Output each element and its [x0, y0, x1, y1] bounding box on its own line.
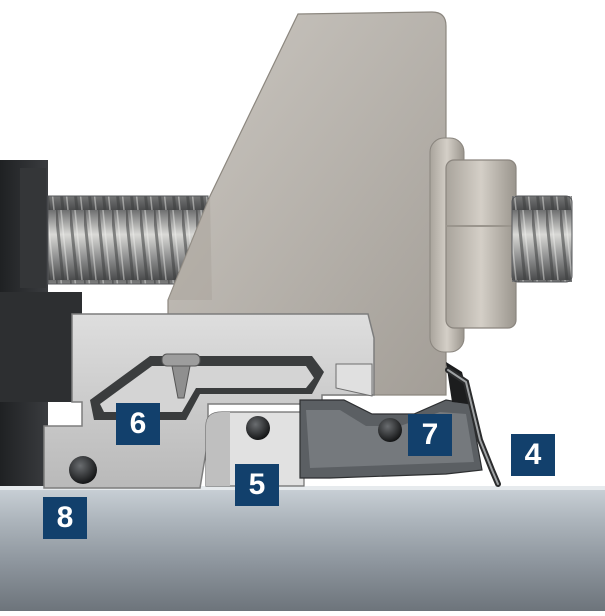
- bolt-nut-assembly: [429, 137, 573, 353]
- setting-bracket: [167, 11, 447, 396]
- shaft: [0, 486, 605, 611]
- callout-label-6: 6: [116, 403, 160, 445]
- callout-label-4: 4: [511, 434, 555, 476]
- drive-spring-clip: [445, 367, 501, 487]
- shaft-o-ring: [69, 456, 97, 484]
- stationary-seal-ring: [205, 411, 305, 487]
- callout-label-8: 8: [43, 497, 87, 539]
- callout-label-7: 7: [408, 414, 452, 456]
- pump-housing: [0, 160, 82, 490]
- callout-label-5: 5: [235, 464, 279, 506]
